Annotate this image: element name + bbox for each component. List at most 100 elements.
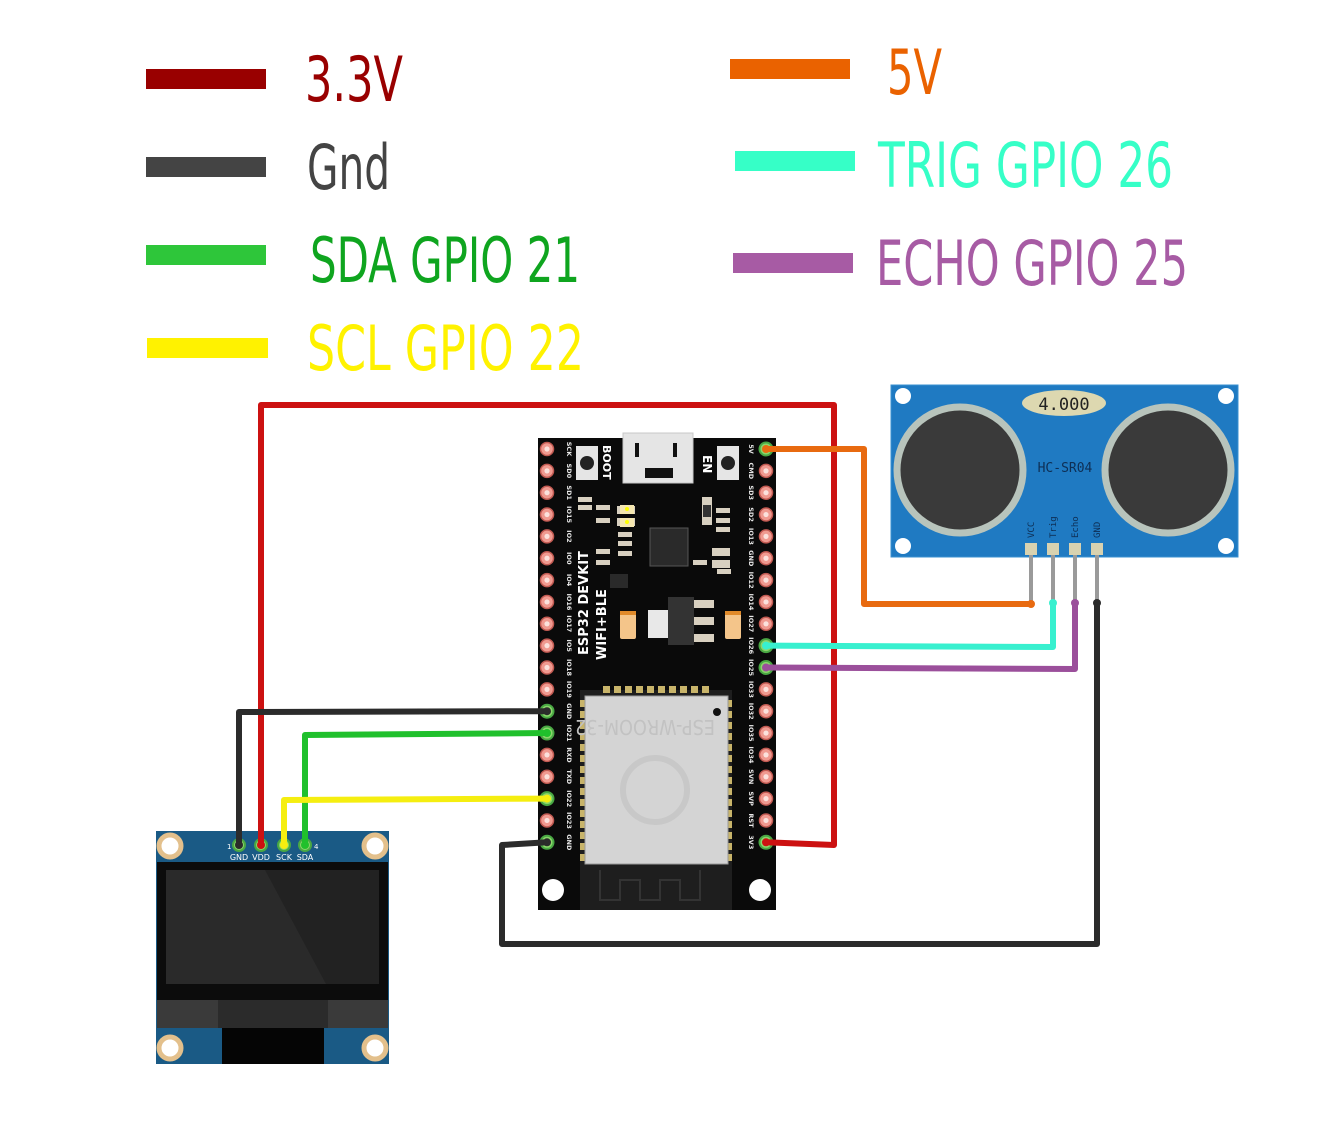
header-pin-sd2[interactable] xyxy=(758,507,774,522)
header-pin-sck[interactable] xyxy=(539,441,555,457)
legend-label-echo: ECHO GPIO 25 xyxy=(876,227,1188,300)
sensor-hole xyxy=(895,388,911,404)
header-pin-label: CMD xyxy=(747,463,755,480)
header-pin-io13[interactable] xyxy=(758,529,774,544)
header-pin-label: GND xyxy=(747,550,755,567)
wire-sda[interactable] xyxy=(301,729,551,849)
oled-pin-label: VDD xyxy=(252,853,270,862)
boot-button[interactable] xyxy=(576,446,598,480)
header-pin-gnd[interactable] xyxy=(758,551,774,566)
legend-label-scl: SCL GPIO 22 xyxy=(307,312,584,385)
wire-3v3[interactable] xyxy=(257,402,837,849)
esp-wroom-module: ESP-WROOM-32 xyxy=(575,686,732,910)
header-pin-sd1[interactable] xyxy=(539,485,555,500)
sensor-hole xyxy=(1218,388,1234,404)
wire-trig[interactable] xyxy=(762,599,1057,650)
header-pin-label: IO15 xyxy=(565,506,573,523)
header-pin-rst[interactable] xyxy=(758,813,774,828)
sensor-pin-trig[interactable] xyxy=(1047,543,1059,603)
wire-5v[interactable] xyxy=(762,445,1035,608)
receiver xyxy=(1101,403,1235,537)
header-pin-label: IO13 xyxy=(747,528,755,545)
sensor-pin-label: VCC xyxy=(1027,522,1037,538)
header-pin-label: IO18 xyxy=(565,659,573,676)
header-pin-label: RST xyxy=(747,813,755,828)
header-pin-label: SD3 xyxy=(747,485,755,500)
header-pin-io32[interactable] xyxy=(758,703,774,719)
header-pin-label: IO16 xyxy=(565,593,573,610)
legend-swatch-gnd xyxy=(146,157,266,177)
header-pin-io4[interactable] xyxy=(539,572,555,588)
capacitor-left xyxy=(620,611,636,639)
header-pin-label: SCK xyxy=(565,442,573,457)
header-pin-io12[interactable] xyxy=(758,572,774,588)
legend-item-3v3: 3.3V xyxy=(146,43,403,116)
legend-label-3v3: 3.3V xyxy=(305,43,403,116)
header-pin-label: IO23 xyxy=(565,812,573,829)
mounting-hole-right xyxy=(749,879,771,901)
wire-echo[interactable] xyxy=(762,599,1079,672)
header-pin-io18[interactable] xyxy=(539,660,555,675)
header-pin-io17[interactable] xyxy=(539,616,555,632)
header-pin-svp[interactable] xyxy=(758,791,774,806)
board-subtitle: WIFI+BLE xyxy=(595,589,610,660)
header-pin-cmd[interactable] xyxy=(758,463,774,479)
sensor-pin-vcc[interactable] xyxy=(1025,543,1037,603)
legend-label-trig: TRIG GPIO 26 xyxy=(877,129,1173,202)
header-pin-io34[interactable] xyxy=(758,747,774,763)
module-label: ESP-WROOM-32 xyxy=(575,715,715,739)
antenna-trace xyxy=(599,870,701,901)
oled-hole xyxy=(361,1034,389,1062)
board-name: ESP32 DEVKIT xyxy=(577,551,592,655)
small-ic xyxy=(610,574,628,588)
header-pin-sd3[interactable] xyxy=(758,485,774,500)
header-pin-io5[interactable] xyxy=(539,638,555,653)
header-pin-label: IO32 xyxy=(747,703,755,720)
header-pin-io0[interactable] xyxy=(539,551,555,566)
en-button[interactable] xyxy=(717,446,739,480)
header-pin-label: IO12 xyxy=(747,572,755,589)
legend-swatch-echo xyxy=(733,253,853,273)
oled-pin-label: SDA xyxy=(297,853,314,862)
header-pin-io2[interactable] xyxy=(539,529,555,544)
sensor-pin-label: GND xyxy=(1093,522,1103,538)
wire-gnd-oled[interactable] xyxy=(235,707,551,849)
header-pin-label: IO33 xyxy=(747,681,755,698)
legend-swatch-sda xyxy=(146,245,266,265)
sensor-hole xyxy=(1218,538,1234,554)
wire-scl[interactable] xyxy=(280,794,551,849)
sensor-pin-label: Trig xyxy=(1049,516,1059,538)
header-pin-label: GND xyxy=(565,703,573,720)
sensor-pin-echo[interactable] xyxy=(1069,543,1081,603)
header-pin-label: SD0 xyxy=(565,464,573,479)
header-pin-io16[interactable] xyxy=(539,594,555,610)
header-pin-svn[interactable] xyxy=(758,769,774,784)
sensor-pin-gnd[interactable] xyxy=(1091,543,1103,603)
espressif-logo xyxy=(620,755,690,825)
legend: 3.3V Gnd SDA GPIO 21 SCL GPIO 22 5V TRIG… xyxy=(146,36,1188,385)
header-pin-label: IO2 xyxy=(565,530,573,542)
header-pin-sd0[interactable] xyxy=(539,463,555,479)
header-pin-io35[interactable] xyxy=(758,725,774,741)
wire-gnd-sensor[interactable] xyxy=(499,599,1101,947)
boot-label: BOOT xyxy=(600,445,613,480)
header-pin-label: SD2 xyxy=(747,507,755,522)
header-pin-rxd[interactable] xyxy=(539,747,555,763)
header-pin-io23[interactable] xyxy=(539,813,555,828)
usb-uart-chip xyxy=(649,527,689,567)
legend-label-gnd: Gnd xyxy=(307,131,390,204)
header-pin-io27[interactable] xyxy=(758,616,774,632)
header-pin-label: IO17 xyxy=(565,615,573,632)
usb-port-slot-right xyxy=(673,443,677,457)
header-pin-io14[interactable] xyxy=(758,594,774,610)
header-pin-label: IO14 xyxy=(747,593,755,610)
en-label: EN xyxy=(700,455,714,473)
header-pin-label: IO34 xyxy=(747,746,755,763)
legend-swatch-scl xyxy=(147,338,268,358)
header-pin-io15[interactable] xyxy=(539,507,555,522)
header-pin-io33[interactable] xyxy=(758,682,774,697)
header-pin-txd[interactable] xyxy=(539,769,555,784)
header-pin-io19[interactable] xyxy=(539,682,555,697)
